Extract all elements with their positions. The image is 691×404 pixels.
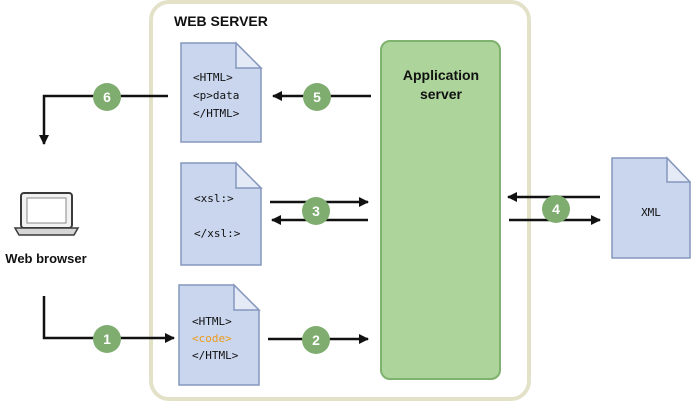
xml-document: XML xyxy=(611,156,691,259)
html-output-line-1: <HTML> xyxy=(193,71,233,84)
xml-label: XML xyxy=(641,206,661,219)
application-server-box xyxy=(380,40,501,380)
flow-arrow-step-1 xyxy=(42,296,175,343)
web-browser-label: Web browser xyxy=(5,251,86,266)
html-output-line-2: <p>data xyxy=(193,89,239,102)
html-output-line-3: </HTML> xyxy=(193,107,240,120)
step-badge-1: 1 xyxy=(93,325,121,353)
html-template-line-1: <HTML> xyxy=(192,315,232,328)
xsl-document: <xsl:> </xsl:> xyxy=(180,161,263,266)
xsl-line-1: <xsl:> xyxy=(194,192,234,205)
xsl-line-2: </xsl:> xyxy=(194,227,241,240)
application-server-label-line2: server xyxy=(420,86,463,102)
html-template-code-line: <code> xyxy=(192,332,232,345)
html-template-document: <HTML> <code> </HTML> xyxy=(178,283,261,386)
web-server-title: WEB SERVER xyxy=(174,13,268,29)
step-badge-6: 6 xyxy=(93,83,121,111)
step-badge-3: 3 xyxy=(302,197,330,225)
svg-text:3: 3 xyxy=(312,203,320,219)
application-server-label-line1: Application xyxy=(403,67,479,83)
svg-text:2: 2 xyxy=(312,332,320,348)
flow-arrow-step-6 xyxy=(39,94,168,145)
html-output-document: <HTML> <p>data </HTML> xyxy=(180,41,263,143)
svg-text:1: 1 xyxy=(103,331,111,347)
html-template-line-3: </HTML> xyxy=(192,349,239,362)
laptop-icon xyxy=(13,192,80,236)
step-badge-4: 4 xyxy=(542,195,570,223)
step-badge-5: 5 xyxy=(303,83,331,111)
step-badge-2: 2 xyxy=(302,326,330,354)
svg-text:6: 6 xyxy=(103,89,111,105)
svg-text:4: 4 xyxy=(552,201,560,217)
svg-text:5: 5 xyxy=(313,89,321,105)
